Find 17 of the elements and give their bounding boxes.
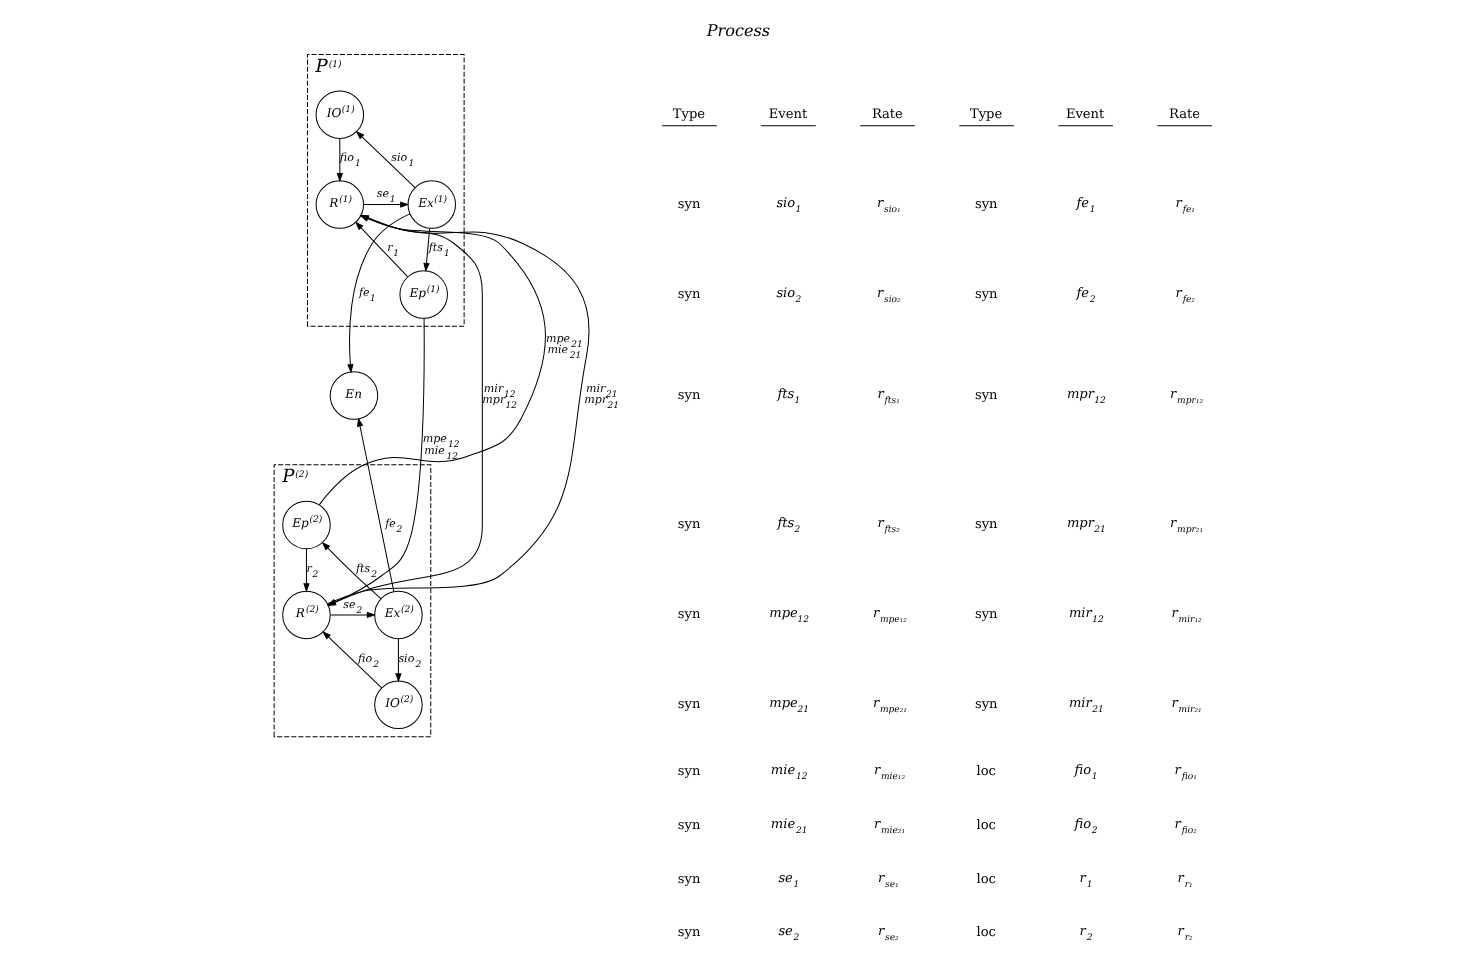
arrow	[363, 201, 410, 208]
arrow	[355, 130, 416, 189]
diagram-title: Process	[706, 20, 771, 41]
arrow	[336, 138, 343, 183]
arrow	[327, 215, 590, 605]
arrow	[395, 638, 402, 683]
arrow	[321, 541, 382, 600]
arrow	[354, 221, 409, 278]
arrow	[330, 611, 376, 619]
arrow	[318, 215, 546, 506]
arrow	[356, 417, 395, 593]
arrow	[326, 317, 425, 606]
arrow	[347, 213, 411, 374]
arrow	[423, 228, 431, 273]
arrow	[326, 214, 483, 606]
arrow	[322, 630, 383, 689]
arrow	[303, 548, 310, 593]
